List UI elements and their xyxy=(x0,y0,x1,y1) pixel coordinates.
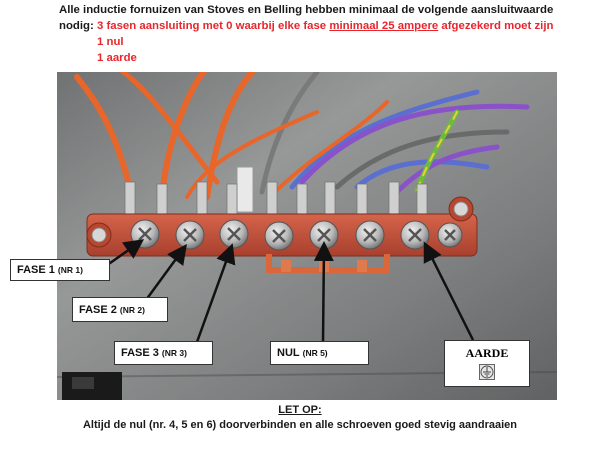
label-aarde: AARDE xyxy=(444,340,530,387)
header-line-nul: 1 nul xyxy=(97,36,124,48)
label-fase-2-text: FASE 2 xyxy=(79,303,117,316)
label-fase-1-nr: (NR 1) xyxy=(57,265,83,275)
terminal-block-photo xyxy=(57,72,557,400)
header-requirement-a: 3 fasen aansluiting met 0 waarbij elke f… xyxy=(96,20,327,32)
header-prefix: nodig: xyxy=(59,20,94,32)
label-nul-nr: (NR 5) xyxy=(302,348,328,358)
label-fase-1-text: FASE 1 xyxy=(17,264,55,276)
header-line-2: nodig: 3 fasen aansluiting met 0 waarbij… xyxy=(59,18,594,34)
instruction-header: Alle inductie fornuizen van Stoves en Be… xyxy=(59,2,594,66)
label-aarde-text: AARDE xyxy=(465,346,509,360)
footer-title: LET OP: xyxy=(278,404,322,416)
label-fase-2-nr: (NR 2) xyxy=(119,304,145,315)
ground-symbol-icon xyxy=(479,364,495,380)
label-fase-2: FASE 2 (NR 2) xyxy=(72,297,168,322)
label-fase-3: FASE 3 (NR 3) xyxy=(114,341,213,365)
label-fase-3-text: FASE 3 xyxy=(121,347,159,359)
footer-note: Altijd de nul (nr. 4, 5 en 6) doorverbin… xyxy=(82,419,517,431)
header-requirement-ampere: minimaal 25 ampere xyxy=(329,20,439,32)
label-fase-1: FASE 1 (NR 1) xyxy=(10,259,110,281)
label-nul-text: NUL xyxy=(277,347,300,359)
label-fase-3-nr: (NR 3) xyxy=(161,348,187,358)
label-nul: NUL (NR 5) xyxy=(270,341,369,365)
header-requirement-b: afgezekerd moet zijn xyxy=(441,20,554,32)
header-line-1: Alle inductie fornuizen van Stoves en Be… xyxy=(59,4,554,16)
header-line-aarde: 1 aarde xyxy=(97,52,137,64)
